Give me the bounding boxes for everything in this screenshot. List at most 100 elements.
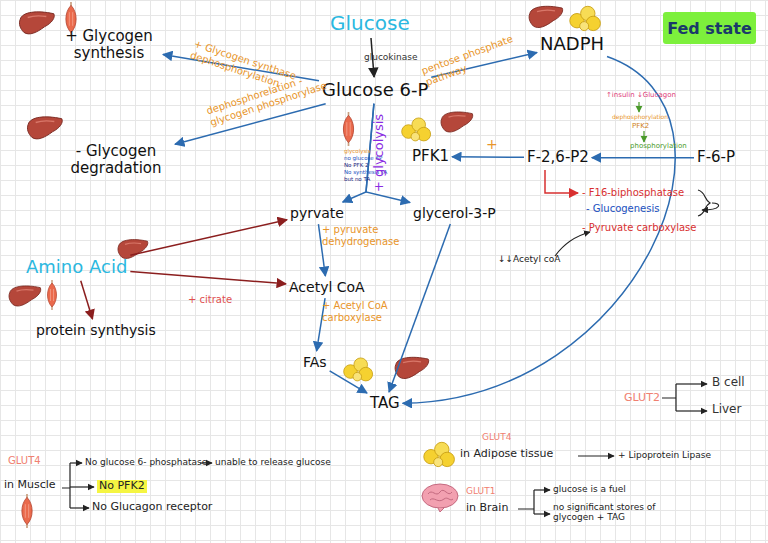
note-label: No glucose 6- phosphatase xyxy=(85,457,207,467)
node-text: - Glycogen degradation xyxy=(60,143,172,178)
bracket xyxy=(698,190,710,216)
metabolite-node: Glucose 6-P xyxy=(322,80,428,101)
leader-arrow xyxy=(702,203,719,210)
note-label: + citrate xyxy=(188,294,232,306)
edge-label: + glycolysis xyxy=(372,114,387,192)
edge-label: + xyxy=(486,136,498,152)
edge-label: glucokinase xyxy=(364,52,418,62)
leader-arrow xyxy=(676,383,707,384)
node-text: Glucose 6-P xyxy=(322,80,428,101)
node-text: F-6-P xyxy=(697,149,735,166)
note-label: but no TA xyxy=(344,176,370,182)
bracket xyxy=(518,490,534,514)
liver-icon xyxy=(441,112,473,132)
node-text: F-2,6-P2 xyxy=(527,149,589,166)
flow-arrow xyxy=(130,220,287,255)
node-text: FAs xyxy=(303,354,327,370)
edge-label: + Acetyl CoA carboxylase xyxy=(322,300,417,323)
inhibition-arrow xyxy=(545,170,578,193)
note-label: dephosphorylation xyxy=(612,114,668,121)
note-label: phosphorylation xyxy=(630,142,687,150)
flow-arrow xyxy=(366,104,410,203)
fat-icon xyxy=(424,442,455,466)
edge-label: pentose phosphate pathway xyxy=(420,28,531,87)
note-label: GLUT4 xyxy=(482,432,511,442)
note-label: GLUT2 xyxy=(624,392,660,405)
node-text: Amino Acid xyxy=(26,257,127,278)
liver-icon xyxy=(395,357,429,378)
note-label: glucose is a fuel xyxy=(553,484,626,494)
note-label: ↓↓Acetyl coA xyxy=(498,254,560,264)
node-text: TAG xyxy=(370,395,400,412)
metabolite-node: TAG xyxy=(370,395,400,412)
leader-arrow xyxy=(70,462,82,463)
title-box: Fed state xyxy=(663,12,756,44)
note-label: GLUT1 xyxy=(466,486,495,496)
leader-arrow xyxy=(578,455,614,456)
note-label: no significant stores of glycogen + TAG xyxy=(553,502,665,523)
note-label: - F16-biphosphatase xyxy=(582,187,684,199)
liver-icon xyxy=(118,240,148,259)
metabolite-node: + Glycogen synthesis xyxy=(58,28,160,63)
leader-arrow xyxy=(534,513,550,514)
note-label: B cell xyxy=(712,376,745,390)
metabolite-node: PFK1 xyxy=(412,148,449,165)
bracket xyxy=(662,384,676,411)
fat-icon xyxy=(344,358,373,381)
metabolite-node: pyrvate xyxy=(290,205,344,221)
flow-arrow xyxy=(81,281,93,319)
liver-icon xyxy=(529,6,563,27)
fat-icon xyxy=(570,6,601,30)
node-text: pyrvate xyxy=(290,205,344,221)
leader-arrow xyxy=(676,410,707,411)
note-label: in Brain xyxy=(466,502,508,515)
node-text: NADPH xyxy=(540,34,604,55)
title-text: Fed state xyxy=(667,19,752,38)
metabolite-node: - Glycogen degradation xyxy=(60,143,172,178)
note-label: - Glucogenesis xyxy=(586,203,659,215)
flow-arrow xyxy=(452,156,524,158)
metabolite-node: NADPH xyxy=(540,34,604,55)
note-label: glycolysis xyxy=(344,148,371,154)
muscle-icon xyxy=(48,280,57,310)
leader-arrow xyxy=(534,489,550,490)
note-label: No PFK2 xyxy=(97,480,147,493)
liver-icon xyxy=(27,117,62,139)
metabolite-node: FAs xyxy=(303,354,327,370)
note-label: in Adipose tissue xyxy=(460,448,553,461)
note-label: in Muscle xyxy=(4,479,56,492)
note-label: No Glucagon receptor xyxy=(92,501,212,514)
node-text: Glucose xyxy=(330,12,410,35)
metabolite-node: Amino Acid xyxy=(26,257,127,278)
note-label: + Lipoprotein Lipase xyxy=(618,450,711,460)
note-label: ↑insulin ↓Glucagon xyxy=(606,91,676,99)
leader-arrow xyxy=(643,131,644,142)
metabolite-node: Acetyl CoA xyxy=(289,279,365,295)
metabolite-node: glycerol-3-P xyxy=(413,205,496,221)
node-text: PFK1 xyxy=(412,148,449,165)
fat-icon xyxy=(402,118,431,141)
metabolite-node: F-2,6-P2 xyxy=(527,149,589,166)
note-label: No PFK 2 xyxy=(344,162,369,168)
note-label: unable to release glucose xyxy=(215,457,331,467)
flow-arrow xyxy=(130,272,286,284)
note-label: PFK2 xyxy=(632,122,649,130)
note-label: GLUT4 xyxy=(8,455,41,467)
leader-arrow xyxy=(70,507,89,508)
liver-icon xyxy=(19,12,54,34)
leader-arrow xyxy=(70,486,94,487)
bracket xyxy=(62,463,70,508)
leader-arrow xyxy=(555,232,590,256)
node-text: protein synthysis xyxy=(36,322,156,338)
metabolite-node: F-6-P xyxy=(697,149,735,166)
muscle-icon xyxy=(343,112,353,146)
note-label: - Pyruvate carboxylase xyxy=(582,222,696,234)
liver-icon xyxy=(9,286,41,306)
brain-icon xyxy=(422,484,458,512)
muscle-icon xyxy=(22,494,32,528)
flow-arrow xyxy=(592,157,694,159)
edge-label: + pyruvate dehydrogenase xyxy=(322,224,417,247)
note-label: Liver xyxy=(712,403,741,417)
node-text: + Glycogen synthesis xyxy=(58,28,160,63)
